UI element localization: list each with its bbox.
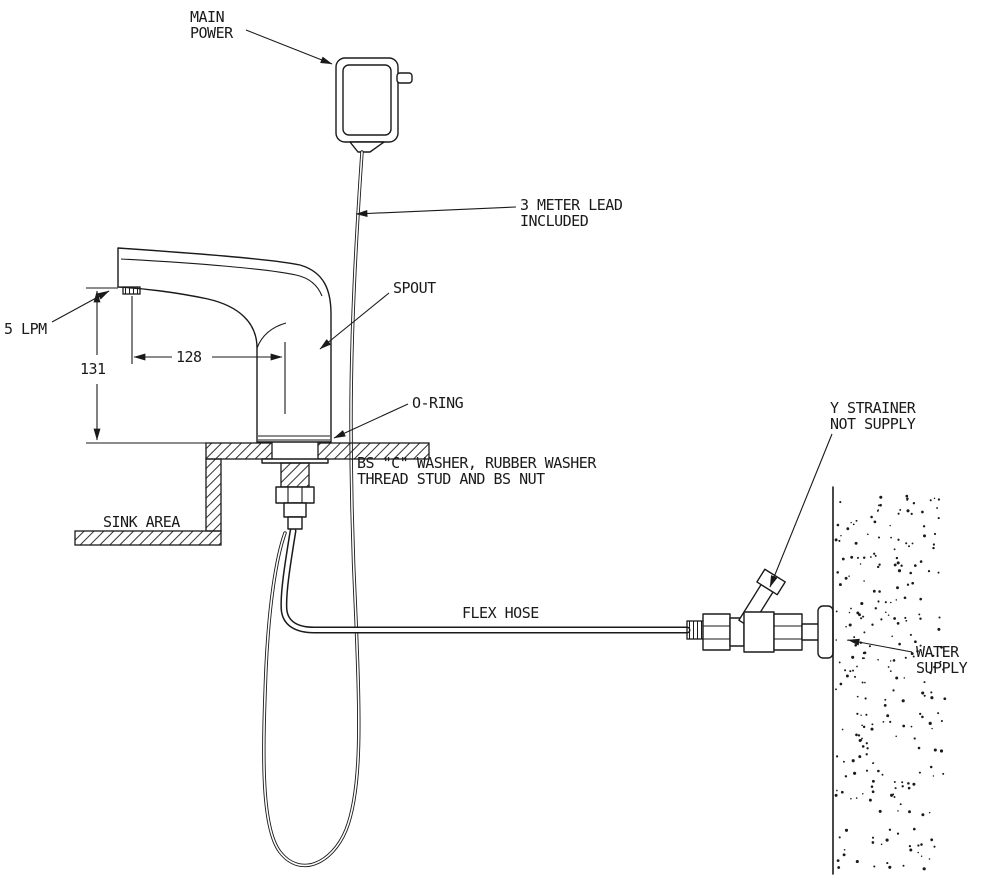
plug-prong xyxy=(396,72,413,84)
sink-bottom xyxy=(74,530,222,546)
label-spout: SPOUT xyxy=(393,279,436,297)
label-main-power-line2: POWER xyxy=(190,24,234,42)
aerator xyxy=(122,286,141,295)
y-strainer-assembly xyxy=(686,568,834,659)
bs-nut xyxy=(275,486,315,504)
label-main-power-line1: MAIN xyxy=(190,8,225,26)
wall-flange xyxy=(817,605,834,659)
label-washer-line1: BS "C" WASHER, RUBBER WASHER xyxy=(357,454,597,472)
water-supply-leader xyxy=(847,638,913,653)
faucet-spout xyxy=(117,247,332,443)
label-oring: O-RING xyxy=(412,394,464,412)
label-washer-line2: THREAD STUD AND BS NUT xyxy=(357,470,545,488)
label-dim-height: 131 xyxy=(80,360,106,378)
label-strainer-line1: Y STRAINER xyxy=(830,399,917,417)
oring-seal xyxy=(258,435,330,441)
label-dim-reach: 128 xyxy=(176,348,202,366)
dimension-128 xyxy=(131,296,286,414)
counter-deck xyxy=(74,442,430,546)
spout-leader xyxy=(319,292,390,350)
label-lead-line2: INCLUDED xyxy=(520,212,589,230)
thread-stud xyxy=(280,462,310,488)
label-water-supply-line1: WATER xyxy=(916,643,960,661)
inlet-nut xyxy=(702,613,731,651)
lead-leader xyxy=(355,206,517,217)
outlet-nut xyxy=(773,613,803,651)
mounting-hardware xyxy=(261,458,329,530)
dimension-131 xyxy=(86,287,206,444)
flow-leader xyxy=(51,290,110,323)
wall-stipple xyxy=(834,494,947,871)
wall xyxy=(832,486,947,875)
label-water-supply-line2: SUPPLY xyxy=(916,659,968,677)
label-sink-area: SINK AREA xyxy=(103,513,180,531)
sink-wall xyxy=(205,458,222,532)
hose-nipple xyxy=(686,620,704,640)
main-power-plug xyxy=(335,57,413,153)
label-flow-rate: 5 LPM xyxy=(4,320,47,338)
label-flex-hose: FLEX HOSE xyxy=(462,604,539,622)
label-lead-line1: 3 METER LEAD xyxy=(520,196,623,214)
y-strainer-body xyxy=(743,611,775,653)
label-strainer-line2: NOT SUPPLY xyxy=(830,415,916,433)
strainer-leader xyxy=(769,433,833,588)
oring-leader xyxy=(333,403,409,439)
sensor-lead-cable xyxy=(262,150,364,868)
main-power-leader xyxy=(245,29,333,65)
flex-hose xyxy=(280,527,691,634)
